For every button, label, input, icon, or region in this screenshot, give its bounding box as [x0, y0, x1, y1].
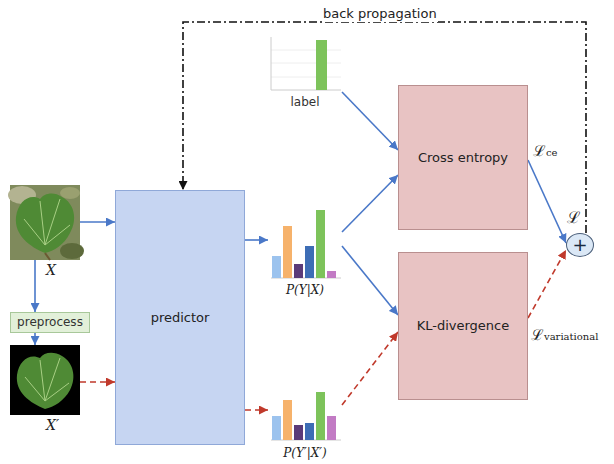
edge-label: ℒce: [532, 142, 559, 160]
node-text: X′: [46, 417, 59, 434]
loss-box: KL-divergence: [398, 252, 528, 400]
node-text: X: [46, 262, 56, 279]
histogram: P(Y|X): [268, 198, 342, 298]
leaf-photo: [8, 185, 84, 260]
connector-arrow: [342, 175, 398, 232]
histogram: P(Y′|X′): [268, 383, 342, 461]
connector-arrow: [34, 333, 36, 345]
histogram-bars: [271, 37, 341, 90]
edge-label: back propagation: [322, 6, 438, 22]
edge-label: ℒvariational: [530, 326, 599, 344]
connector-arrow: [80, 381, 115, 383]
model-box: predictor: [115, 190, 245, 445]
node-text: Cross entropy: [418, 150, 508, 166]
node-text: KL-divergence: [417, 318, 510, 334]
node-text: label: [290, 95, 319, 109]
connector-arrow: [342, 332, 398, 405]
node-text: preprocess: [17, 315, 83, 329]
loss-box: Cross entropy: [398, 85, 528, 230]
connector-arrow: [34, 260, 36, 312]
node-text: P(Y|X): [286, 283, 324, 297]
connector-arrow: [245, 239, 268, 241]
connector-arrow: [342, 246, 398, 315]
process-box: preprocess: [10, 312, 90, 333]
node-text: ℒ: [567, 208, 580, 227]
node-text: +: [572, 236, 587, 254]
histogram-bars: [271, 210, 341, 278]
node-text: P(Y′|X′): [283, 446, 326, 460]
node-text: predictor: [151, 310, 210, 326]
connector-arrow: [528, 250, 566, 318]
connector-arrow: [528, 160, 566, 243]
histogram-bars: [271, 392, 341, 440]
sum-node: +ℒ: [566, 233, 594, 257]
histogram: label: [268, 35, 342, 110]
connector-arrow: [342, 92, 398, 150]
connector-arrow: [245, 409, 268, 411]
input-image: X′: [10, 345, 80, 415]
input-image: X: [10, 185, 80, 260]
leaf-photo: [10, 345, 80, 415]
connector-arrow: [80, 221, 115, 223]
